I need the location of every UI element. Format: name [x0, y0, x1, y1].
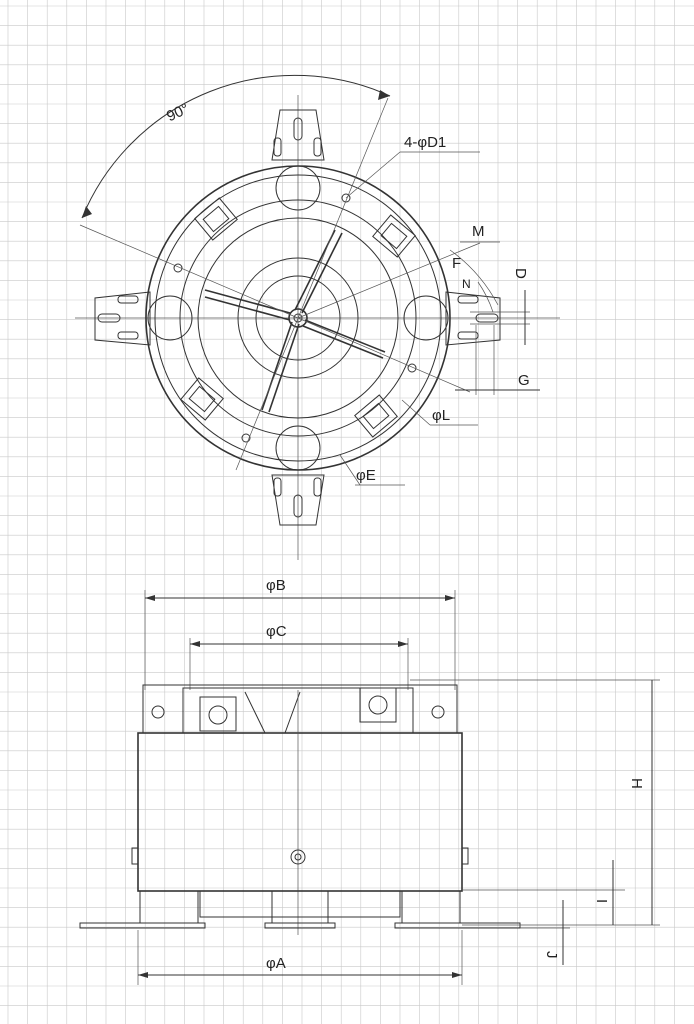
arrowhead [398, 641, 408, 647]
mounting-ear-left [94, 291, 151, 346]
inner-hub-ring [255, 275, 341, 361]
spider-spokes [204, 229, 386, 413]
terminal-block-1 [194, 197, 238, 241]
ear-boss-top [275, 165, 321, 211]
b-label: φB [266, 577, 286, 594]
d1-leader [345, 151, 401, 199]
ear-boss-bottom [275, 425, 321, 471]
m-ref-line [297, 242, 481, 319]
bottom-cover [199, 890, 401, 918]
side-view: φB φC [79, 577, 660, 985]
body-lug-right [461, 847, 469, 865]
terminal-left [199, 696, 237, 732]
mounting-ear-bottom [271, 474, 325, 526]
angle-arc [81, 74, 391, 219]
terminal-block-4 [354, 394, 398, 438]
arrowhead [190, 641, 200, 647]
l-label: φL [432, 407, 450, 424]
ear-boss-right [403, 295, 449, 341]
angle-ref-line-2 [235, 97, 389, 471]
f-label: F [452, 255, 461, 272]
angle-ref-line-1 [79, 224, 299, 319]
ear-plate-left [79, 922, 206, 929]
arrowhead [138, 972, 148, 978]
foot-left [139, 890, 199, 924]
arrowhead [145, 595, 155, 601]
phi-l-ref-line [297, 317, 471, 393]
l-leader [401, 399, 431, 426]
h-label: H [628, 778, 645, 789]
foot-center [271, 890, 329, 924]
ring-hole [407, 363, 417, 373]
arrowhead [445, 595, 455, 601]
n-label: N [462, 277, 471, 291]
m-label: M [472, 223, 485, 240]
ring-hole [241, 433, 251, 443]
mounting-ear-top [271, 109, 325, 161]
f-arc [449, 249, 499, 306]
body-screw-center [294, 853, 302, 861]
body-screw [290, 849, 306, 865]
flange-hole-left [151, 705, 165, 719]
terminal-block-3 [180, 377, 224, 421]
hub-ring [237, 257, 359, 379]
e-label: φE [356, 467, 376, 484]
arrowhead [452, 972, 462, 978]
terminal-right [359, 687, 397, 723]
arc-arrowhead [82, 206, 92, 218]
motor-body [137, 732, 463, 892]
top-view: 90° 4-φD1 M F N D G φL φE [75, 74, 560, 560]
terminal-block-2 [372, 214, 416, 258]
i-label: I [593, 899, 610, 903]
ring-hole [173, 263, 183, 273]
ring-hole [341, 193, 351, 203]
flange-hole-right [431, 705, 445, 719]
shaft [288, 308, 308, 328]
body-lug-left [131, 847, 139, 865]
arc-arrowhead [378, 90, 390, 100]
shaft-center [293, 313, 303, 323]
housing-inner-ring [154, 174, 442, 462]
a-label: φA [266, 955, 286, 972]
flange-ring [197, 217, 399, 419]
g-label: G [518, 372, 530, 389]
d-label: D [512, 268, 529, 279]
foot-right [401, 890, 461, 924]
ear-plate-center [264, 922, 336, 929]
c-label: φC [266, 623, 287, 640]
ear-boss-left [147, 295, 193, 341]
e-leader [339, 454, 361, 486]
mid-ring [179, 199, 417, 437]
holes-label: 4-φD1 [404, 134, 446, 151]
bracket-center [244, 691, 301, 734]
j-label: J [543, 951, 560, 959]
ear-plate-right [394, 922, 521, 929]
